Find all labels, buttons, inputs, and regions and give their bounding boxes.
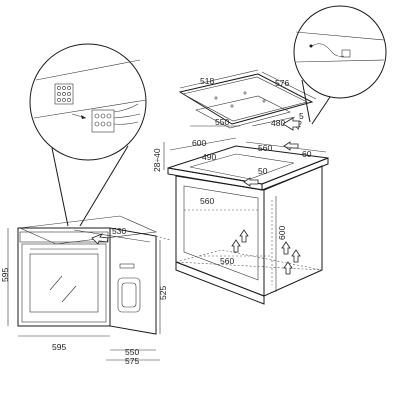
cabinet-opening bbox=[183, 185, 259, 281]
hob-zone-markers bbox=[214, 91, 266, 108]
oven-door bbox=[21, 243, 107, 323]
vent-arrow-icon-5 bbox=[283, 261, 293, 275]
hob-glass-inner bbox=[182, 76, 308, 122]
worktop-cutout bbox=[189, 153, 295, 180]
connector-leader-left bbox=[51, 147, 69, 227]
cable-leader-line bbox=[301, 79, 311, 123]
cable-detail bbox=[293, 5, 387, 125]
oven-insert-arrow-icon bbox=[91, 233, 109, 245]
gap-arrow-icon-2 bbox=[283, 141, 299, 151]
dim-oven-side-h: 525 bbox=[158, 286, 168, 300]
dim-line-hob-576 bbox=[261, 71, 317, 100]
terminal-block-icon bbox=[54, 83, 74, 105]
dim-hob-top-d: 576 bbox=[275, 78, 289, 88]
dim-line-hob-518 bbox=[179, 69, 259, 89]
connector-detail-circle bbox=[29, 43, 147, 161]
cable-wire-icon bbox=[311, 43, 345, 57]
dim-hob-depth: 28÷40 bbox=[152, 148, 162, 172]
worktop-side bbox=[261, 157, 329, 191]
dim-cab-inner-50: 50 bbox=[258, 166, 268, 176]
hob-glass-outline bbox=[178, 73, 314, 125]
vent-arrow-icon-4 bbox=[291, 249, 301, 263]
cabinet-front-frame bbox=[175, 175, 265, 297]
dim-oven-w-575: 575 bbox=[125, 356, 139, 366]
oven-window bbox=[29, 253, 99, 313]
oven-side-vent bbox=[117, 277, 141, 313]
dim-oven-width: 595 bbox=[52, 342, 66, 352]
hob: 518 576 550 480 5 45 bbox=[178, 69, 317, 131]
dim-cab-inner-560-bottom: 560 bbox=[220, 256, 234, 266]
vent-arrow-icon-1 bbox=[231, 239, 241, 253]
dim-cab-height: 600 bbox=[277, 226, 287, 240]
dim-oven-depth: 530 bbox=[112, 226, 126, 236]
dim-oven-w-550: 550 bbox=[125, 347, 139, 357]
dim-hob-side-r: 5 bbox=[299, 111, 304, 121]
oven-side bbox=[109, 227, 157, 335]
vent-arrow-icon-2 bbox=[239, 229, 249, 243]
dim-cab-inner-560-top: 560 bbox=[200, 196, 214, 206]
cabinet-plinth bbox=[175, 261, 265, 305]
dim-cab-w: 600 bbox=[192, 138, 206, 148]
dim-hob-cut-w: 550 bbox=[215, 117, 229, 127]
oven-side-slot bbox=[119, 263, 135, 269]
oven-top bbox=[18, 215, 158, 245]
dim-cab-cut-d: 560 bbox=[258, 143, 272, 153]
connector-detail bbox=[29, 43, 147, 227]
oven-control-panel bbox=[19, 231, 109, 243]
hob-base bbox=[195, 95, 291, 129]
plug-connector-icon bbox=[91, 103, 141, 133]
hob-cable-arrow-icon bbox=[282, 117, 300, 131]
dim-line-hob-480 bbox=[251, 116, 296, 127]
gap-arrow-icon-1 bbox=[243, 177, 259, 187]
dim-line-oven-depth bbox=[73, 229, 151, 243]
connector-leader-right bbox=[79, 145, 129, 227]
vent-arrow-icon-3 bbox=[281, 241, 291, 255]
oven: 530 595 525 595 550 575 bbox=[0, 215, 171, 366]
cable-detail-circle bbox=[293, 5, 387, 99]
oven-glass-reflection bbox=[49, 275, 77, 303]
dim-hob-top-w: 518 bbox=[200, 76, 214, 86]
ventilation-arrows bbox=[231, 229, 301, 275]
dim-cab-side-r: 60 bbox=[302, 149, 312, 159]
dim-hob-cut-d: 480 bbox=[271, 118, 285, 128]
cabinet: 600 490 560 60 50 28÷40 560 560 600 bbox=[152, 137, 329, 305]
dim-cab-cut-w: 490 bbox=[202, 152, 216, 162]
dim-oven-height: 595 bbox=[0, 268, 10, 282]
cable-plug-icon bbox=[341, 49, 351, 58]
